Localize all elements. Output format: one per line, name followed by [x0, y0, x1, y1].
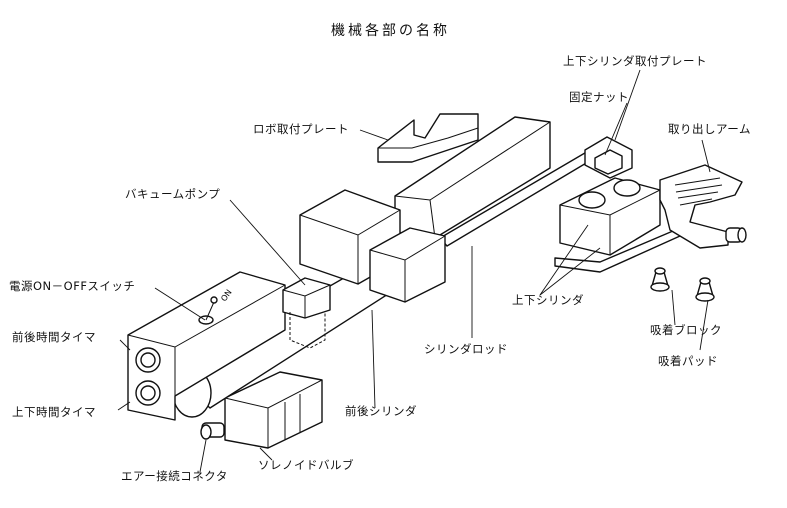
label-air-connector: エアー接続コネクタ [121, 469, 228, 483]
label-suction-pad: 吸着パッド [658, 354, 718, 368]
label-suction-block: 吸着ブロック [650, 323, 722, 337]
label-updown-cylinder-plate: 上下シリンダ取付プレート [563, 54, 707, 68]
label-takeout-arm: 取り出しアーム [668, 122, 751, 136]
label-power-switch: 電源ON－OFFスイッチ [9, 279, 136, 293]
takeout-arm [659, 164, 747, 249]
leader-lines [117, 69, 711, 473]
label-fixing-nut: 固定ナット [569, 90, 629, 104]
label-fb-timer: 前後時間タイマ [12, 330, 96, 344]
label-solenoid-valve: ソレノイドバルブ [258, 458, 354, 472]
control-box [127, 271, 286, 421]
cylinder-end-block [369, 227, 446, 303]
suction-pad-right [695, 277, 715, 302]
label-robot-plate: ロボ取付プレート [253, 122, 349, 136]
label-updown-cylinder: 上下シリンダ [512, 293, 584, 307]
diagram-title: 機械各部の名称 [331, 23, 450, 39]
label-vacuum-pump: バキュームポンプ [125, 187, 221, 201]
vacuum-pump [282, 277, 331, 349]
updown-cylinder [554, 177, 681, 273]
label-ud-timer: 上下時間タイマ [12, 405, 96, 419]
label-cylinder-rod: シリンダロッド [424, 342, 508, 356]
suction-pad-left [650, 267, 670, 292]
label-fb-cylinder: 前後シリンダ [345, 404, 417, 418]
robot-mounting-plate [377, 113, 479, 163]
updown-cylinder-plate [584, 136, 633, 179]
solenoid-valve [224, 371, 323, 449]
air-connector [200, 422, 225, 440]
